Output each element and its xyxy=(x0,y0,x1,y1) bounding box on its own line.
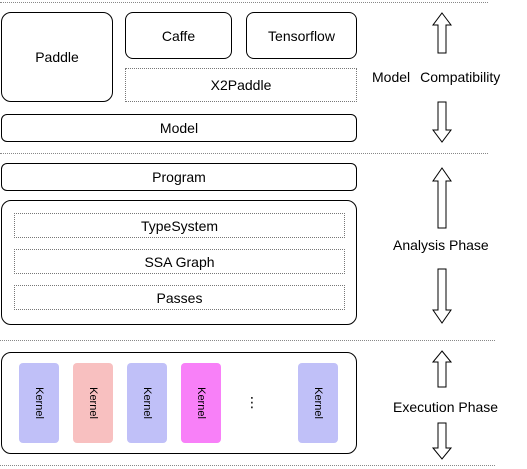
tensorflow-box: Tensorflow xyxy=(246,12,357,59)
kernel-2: Kernel xyxy=(73,363,113,443)
model-compat-label-compat: Compatibility xyxy=(420,69,501,85)
execution-container xyxy=(1,352,357,454)
kernel-4-label: Kernel xyxy=(195,387,207,419)
ssa-graph-label: SSA Graph xyxy=(144,253,215,270)
kernel-3: Kernel xyxy=(127,363,167,443)
typesystem-label: TypeSystem xyxy=(140,217,219,234)
arrow-up-execution-icon xyxy=(431,350,453,388)
kernel-5: Kernel xyxy=(298,363,338,443)
kernel-1-label: Kernel xyxy=(33,387,45,419)
passes-box: Passes xyxy=(14,285,345,310)
separator-top xyxy=(0,2,488,3)
ssa-graph-box: SSA Graph xyxy=(14,249,345,274)
model-compat-label: Model Compatibility xyxy=(372,69,500,85)
x2paddle-box: X2Paddle xyxy=(125,68,357,102)
arrow-down-analysis-icon xyxy=(432,268,452,324)
passes-label: Passes xyxy=(156,289,203,306)
caffe-box: Caffe xyxy=(125,12,232,59)
kernel-5-label: Kernel xyxy=(312,387,324,419)
arrow-down-model-icon xyxy=(432,101,452,143)
kernel-ellipsis: ⋮ xyxy=(245,393,259,410)
program-label: Program xyxy=(152,169,206,185)
execution-phase-label: Execution Phase xyxy=(393,399,499,415)
separator-analysis-execution xyxy=(0,340,495,341)
typesystem-box: TypeSystem xyxy=(14,213,345,238)
separator-bottom xyxy=(0,465,495,466)
caffe-label: Caffe xyxy=(161,27,196,44)
kernel-1: Kernel xyxy=(19,363,59,443)
paddle-box: Paddle xyxy=(1,12,113,102)
kernel-3-label: Kernel xyxy=(141,387,153,419)
model-compat-label-model: Model xyxy=(372,69,411,85)
arrow-up-analysis-icon xyxy=(432,167,452,229)
arrow-up-model-icon xyxy=(432,12,452,54)
paddle-label: Paddle xyxy=(35,49,79,65)
program-box: Program xyxy=(1,163,357,191)
kernel-4: Kernel xyxy=(181,363,221,443)
analysis-phase-label: Analysis Phase xyxy=(393,237,489,253)
model-label: Model xyxy=(159,120,199,136)
model-box: Model xyxy=(1,114,357,142)
analysis-container xyxy=(1,200,357,325)
x2paddle-label: X2Paddle xyxy=(210,77,272,93)
separator-model-analysis xyxy=(0,153,488,154)
tensorflow-label: Tensorflow xyxy=(268,27,335,44)
kernel-2-label: Kernel xyxy=(87,387,99,419)
arrow-down-execution-icon xyxy=(431,422,453,460)
